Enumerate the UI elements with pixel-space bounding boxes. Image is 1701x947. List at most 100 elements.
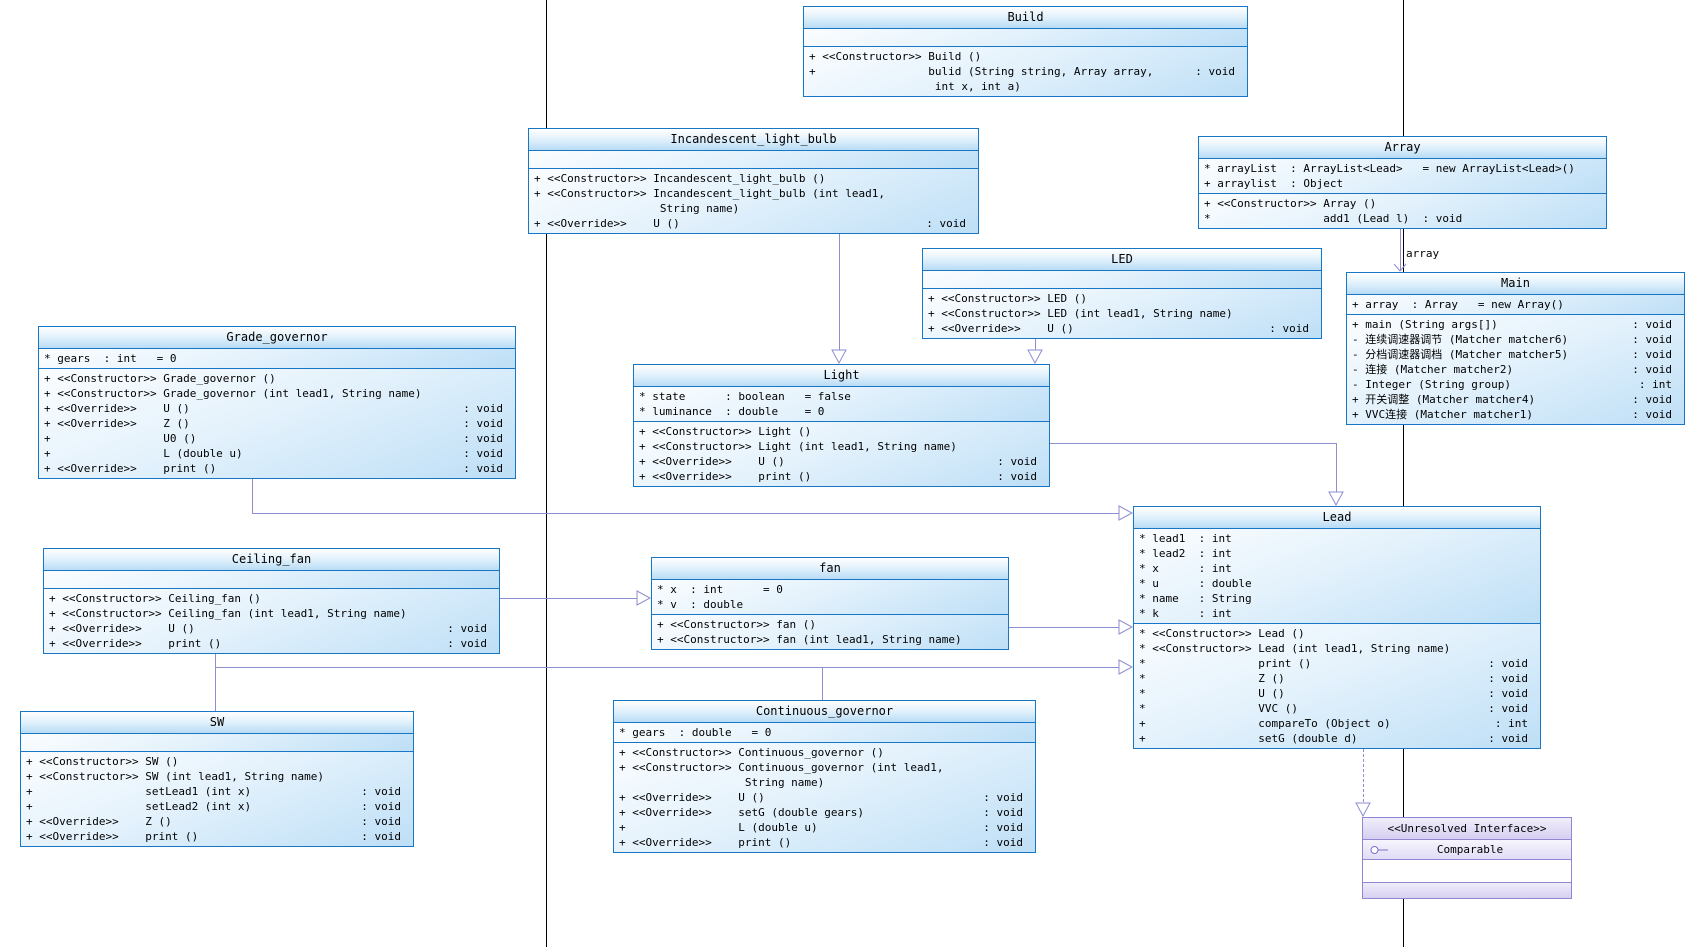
class-title: Light	[634, 365, 1049, 387]
attributes-section	[1363, 860, 1571, 883]
member-row: * v : double	[657, 598, 744, 611]
class-title: Continuous_governor	[614, 701, 1035, 723]
member-row: + compareTo (Object o): int	[1139, 717, 1528, 730]
attributes-section: * arrayList : ArrayList<Lead> = new Arra…	[1199, 159, 1606, 194]
attributes-section	[21, 734, 413, 752]
member-row: int x, int a)	[809, 80, 1021, 93]
member-row: + 开关调整 (Matcher matcher4): void	[1352, 393, 1672, 406]
member-row: * x : int = 0	[657, 583, 783, 596]
class-box-incandescent-light-bulb[interactable]: Incandescent_light_bulb + <<Constructor>…	[528, 128, 979, 234]
realization-arrow-icon	[1355, 802, 1371, 817]
connector-incandescent-to-light[interactable]	[839, 225, 840, 352]
member-row: * <<Constructor>> Lead (int lead1, Strin…	[1139, 642, 1451, 655]
association-label-array: array	[1406, 247, 1440, 260]
attributes-section: * x : int = 0 * v : double	[652, 580, 1008, 615]
member-row: + <<Constructor>> LED ()	[928, 292, 1087, 305]
class-box-array[interactable]: Array * arrayList : ArrayList<Lead> = ne…	[1198, 136, 1607, 229]
connector-light-to-lead-h[interactable]	[1048, 443, 1337, 444]
connector-array-to-main[interactable]	[1400, 220, 1401, 271]
member-row: + <<Constructor>> Continuous_governor (i…	[619, 761, 944, 774]
member-row: * name : String	[1139, 592, 1252, 605]
member-row: + VVC连接 (Matcher matcher1): void	[1352, 408, 1672, 421]
class-title: LED	[923, 249, 1321, 271]
member-row: + <<Constructor>> Incandescent_light_bul…	[534, 187, 885, 200]
class-title: Array	[1199, 137, 1606, 159]
class-box-led[interactable]: LED + <<Constructor>> LED ()+ <<Construc…	[922, 248, 1322, 339]
class-box-light[interactable]: Light * state : boolean = false* luminan…	[633, 364, 1050, 487]
class-box-continuous-governor[interactable]: Continuous_governor * gears : double = 0…	[613, 700, 1036, 853]
interface-stereotype: <<Unresolved Interface>>	[1363, 818, 1571, 840]
member-row: + <<Override>> U (): void	[534, 217, 966, 230]
class-title: Grade_governor	[39, 327, 515, 349]
member-row: + L (double u): void	[44, 447, 503, 460]
member-row: * Z (): void	[1139, 672, 1528, 685]
swimlane-line-left[interactable]	[546, 0, 547, 947]
class-title: Main	[1347, 273, 1684, 295]
class-box-ceiling-fan[interactable]: Ceiling_fan + <<Constructor>> Ceiling_fa…	[43, 548, 500, 654]
methods-section	[1363, 883, 1571, 898]
connector-light-to-lead-v[interactable]	[1336, 443, 1337, 492]
member-row: * U (): void	[1139, 687, 1528, 700]
member-row: + <<Override>> print (): void	[44, 462, 503, 475]
connector-continuous-stub[interactable]	[822, 667, 823, 704]
member-row: * gears : int = 0	[44, 352, 177, 365]
member-row: + <<Override>> U (): void	[44, 402, 503, 415]
member-row: - 分档调速器调档 (Matcher matcher5): void	[1352, 348, 1672, 361]
attributes-section: * gears : double = 0	[614, 723, 1035, 743]
member-row: + <<Constructor>> Light ()	[639, 425, 812, 438]
connector-ceilingfan-to-fan[interactable]	[497, 598, 637, 599]
methods-section: + main (String args[]): void- 连续调速器调节 (M…	[1347, 315, 1684, 424]
connector-sw-up[interactable]	[215, 651, 216, 714]
swimlane-line-right[interactable]	[1403, 0, 1404, 947]
member-row: + <<Override>> U (): void	[619, 791, 1023, 804]
generalization-arrow-icon	[1118, 619, 1133, 635]
generalization-arrow-icon	[1118, 659, 1133, 675]
class-box-build[interactable]: Build + <<Constructor>> Build ()+ bulid …	[803, 6, 1248, 97]
member-row: + <<Constructor>> Light (int lead1, Stri…	[639, 440, 957, 453]
class-box-grade-governor[interactable]: Grade_governor * gears : int = 0 + <<Con…	[38, 326, 516, 479]
member-row: * x : int	[1139, 562, 1232, 575]
member-row: * u : double	[1139, 577, 1252, 590]
member-row: - Integer (String group): int	[1352, 378, 1672, 391]
methods-section: + <<Constructor>> fan ()+ <<Constructor>…	[652, 615, 1008, 649]
class-title: SW	[21, 712, 413, 734]
class-box-main[interactable]: Main + array : Array = new Array() + mai…	[1346, 272, 1685, 425]
attributes-section: * gears : int = 0	[39, 349, 515, 369]
member-row: + <<Constructor>> Ceiling_fan ()	[49, 592, 261, 605]
methods-section: + <<Constructor>> Continuous_governor ()…	[614, 743, 1035, 852]
member-row: + <<Constructor>> Incandescent_light_bul…	[534, 172, 826, 185]
member-row: + <<Constructor>> Build ()	[809, 50, 982, 63]
member-row: * VVC (): void	[1139, 702, 1528, 715]
connector-lead-realizes-comparable[interactable]	[1363, 744, 1364, 802]
member-row: + L (double u): void	[619, 821, 1023, 834]
methods-section: + <<Constructor>> SW ()+ <<Constructor>>…	[21, 752, 413, 846]
connector-sw-to-lead-h[interactable]	[215, 667, 1120, 668]
class-box-comparable[interactable]: <<Unresolved Interface>> Comparable	[1362, 817, 1572, 899]
methods-section: + <<Constructor>> Grade_governor ()+ <<C…	[39, 369, 515, 478]
member-row: String name)	[619, 776, 825, 789]
member-row: + setG (double d): void	[1139, 732, 1528, 745]
generalization-arrow-icon	[1027, 349, 1043, 364]
association-arrow-icon	[1393, 263, 1407, 272]
attributes-section	[923, 271, 1321, 289]
attributes-section	[44, 571, 499, 589]
member-row: * lead1 : int	[1139, 532, 1232, 545]
member-row: + arraylist : Object	[1204, 177, 1344, 190]
class-box-lead[interactable]: Lead * lead1 : int * lead2 : int * x : int…	[1133, 506, 1541, 749]
member-row: + main (String args[]): void	[1352, 318, 1672, 331]
connector-led-to-light[interactable]	[1035, 330, 1036, 352]
class-box-fan[interactable]: fan * x : int = 0* v : double + <<Constr…	[651, 557, 1009, 650]
generalization-arrow-icon	[831, 349, 847, 364]
connector-grade-to-lead-v[interactable]	[252, 455, 253, 513]
attributes-section: + array : Array = new Array()	[1347, 295, 1684, 315]
member-row: + <<Override>> setG (double gears): void	[619, 806, 1023, 819]
member-row: * add1 (Lead l) : void	[1204, 212, 1463, 225]
methods-section: * <<Constructor>> Lead ()* <<Constructor…	[1134, 624, 1540, 748]
class-title: Lead	[1134, 507, 1540, 529]
connector-grade-to-lead-h[interactable]	[252, 513, 1120, 514]
class-box-sw[interactable]: SW + <<Constructor>> SW ()+ <<Constructo…	[20, 711, 414, 847]
attributes-section: * lead1 : int * lead2 : int * x : int * u :…	[1134, 529, 1540, 624]
connector-fan-to-lead[interactable]	[1000, 627, 1120, 628]
member-row: + <<Override>> U (): void	[639, 455, 1037, 468]
member-row: * lead2 : int	[1139, 547, 1232, 560]
